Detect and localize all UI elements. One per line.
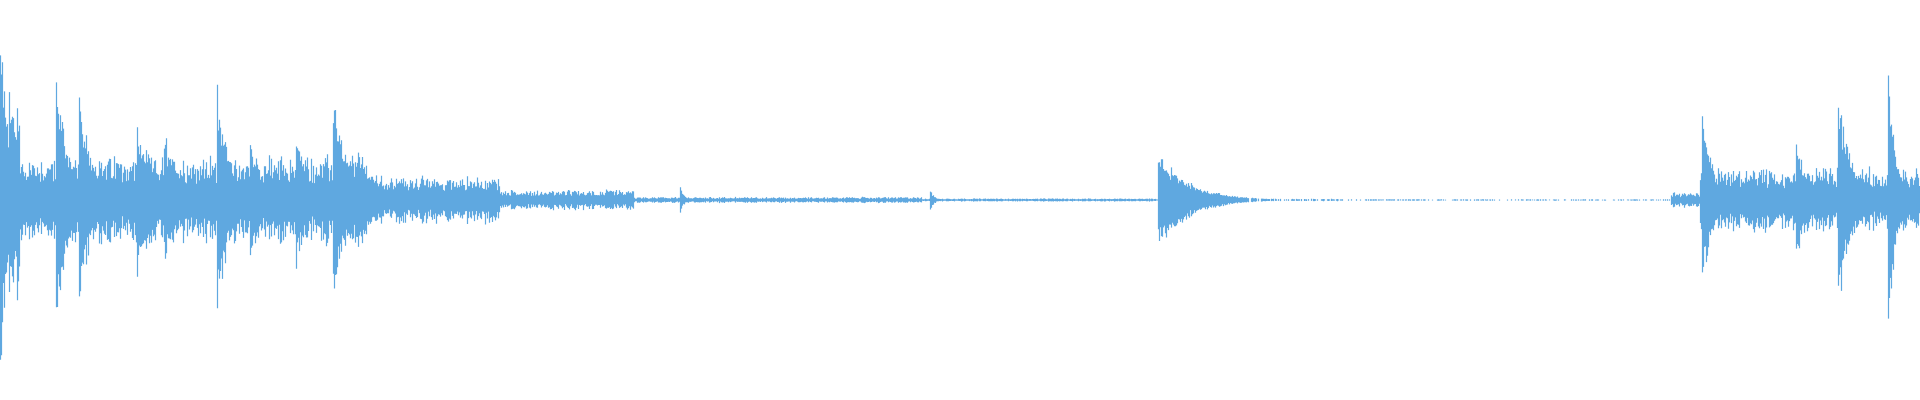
waveform-trace <box>0 55 1920 360</box>
